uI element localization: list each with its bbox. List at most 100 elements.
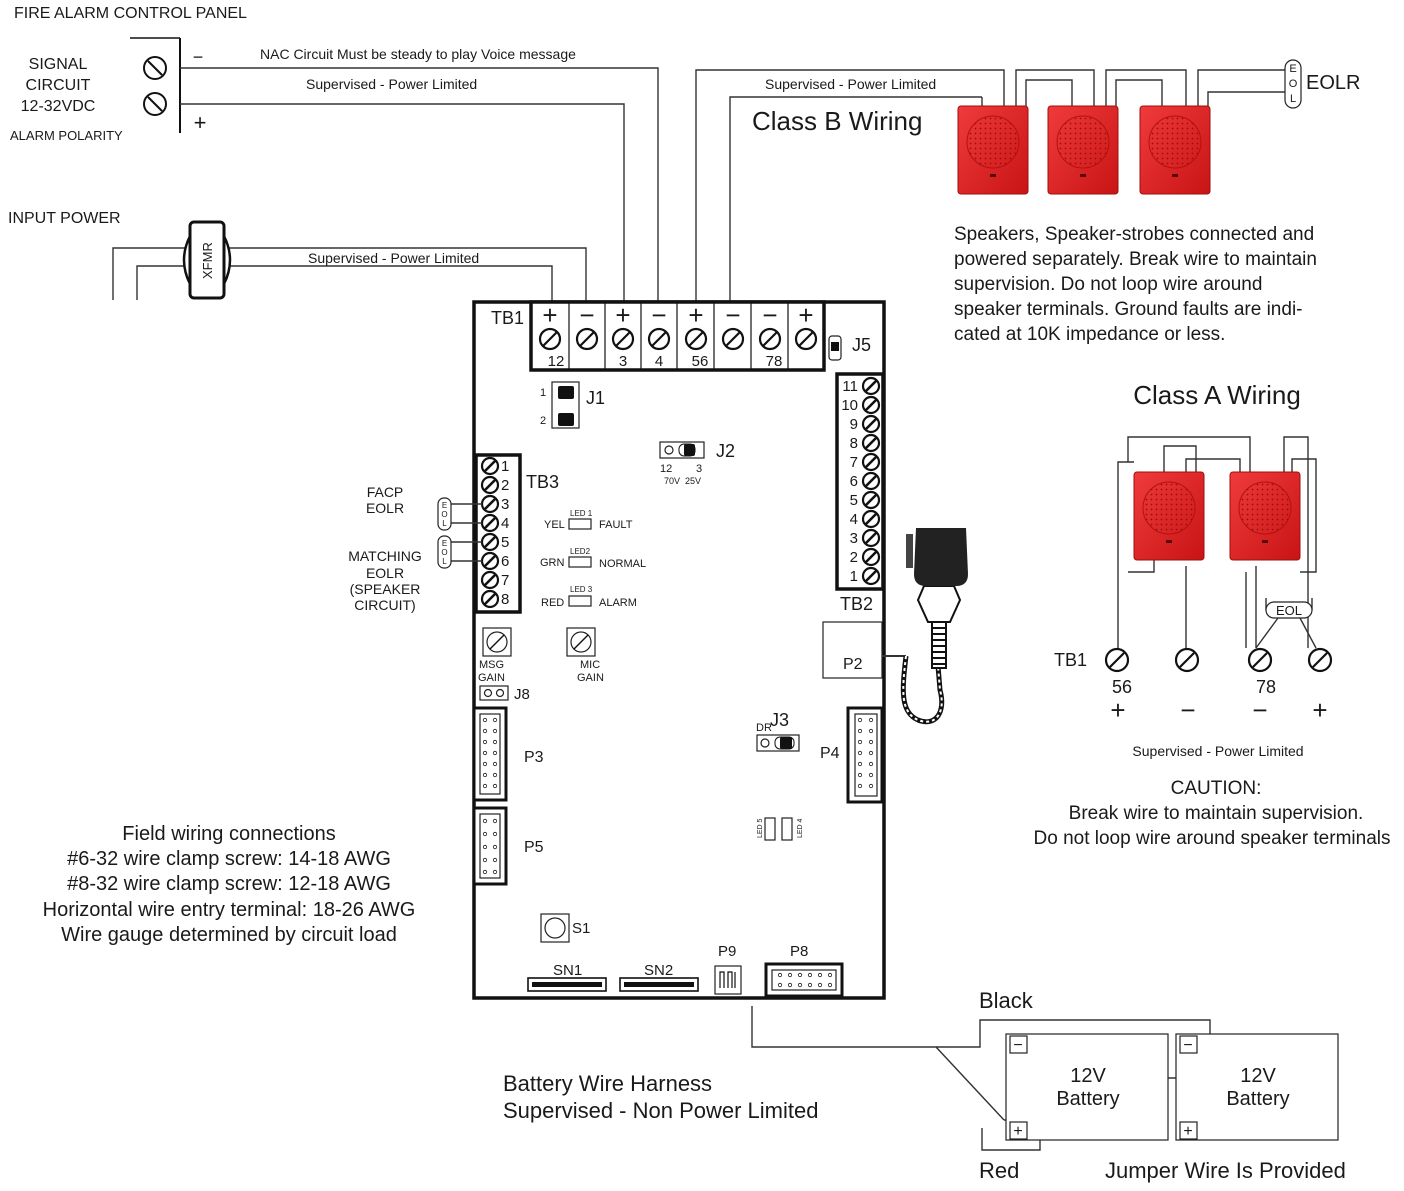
xfmr-icon	[188, 220, 226, 300]
tb1-screw-4	[647, 327, 671, 351]
battery-1-plus: +	[1013, 1123, 1022, 1140]
p3-label: P3	[524, 749, 544, 766]
facp-plus-wire	[180, 103, 625, 302]
alarm-polarity-label: ALARM POLARITY	[10, 128, 123, 143]
tb1-screw-2	[575, 327, 599, 351]
input-power-label: INPUT POWER	[8, 210, 121, 227]
tb3-num-1: 1	[501, 458, 509, 475]
tb3-terminals: 1 2 3 4 5 6 7 8	[480, 456, 509, 609]
classb-speaker-3	[1139, 105, 1211, 195]
facp-eolr-resistor-icon	[437, 497, 452, 531]
led2-color: GRN	[540, 557, 565, 569]
harness-title: Battery Wire Harness	[503, 1071, 712, 1096]
xfmr-label: XFMR	[200, 242, 215, 279]
p8-pins	[777, 972, 833, 988]
tb2-num-1: 1	[850, 568, 858, 585]
eolr-resistor-icon	[1284, 59, 1302, 109]
j5-jumper-cap	[831, 342, 839, 351]
facp-eol-e: E	[442, 501, 447, 510]
class-a-title: Class A Wiring	[1133, 380, 1301, 410]
facp-eolr-label-2: EOLR	[366, 500, 404, 516]
control-board: TB1 + − + − + − − + 12 3 4 56 78	[348, 300, 968, 1000]
tb3-num-8: 8	[501, 591, 509, 608]
tb1-num-4: 4	[655, 353, 663, 370]
tb1-sign-6: −	[725, 300, 740, 330]
j2-label-25v: 25V	[685, 476, 701, 486]
speaker-note-line1: Speakers, Speaker-strobes connected and	[954, 224, 1314, 245]
tb1-screw-3	[611, 327, 635, 351]
tb1-num-3: 3	[619, 353, 627, 370]
led2-state: NORMAL	[599, 558, 646, 570]
speaker-note: Speakers, Speaker-strobes connected and …	[954, 224, 1317, 345]
mic-gain-label-2: GAIN	[577, 672, 604, 684]
tb2-num-3: 3	[850, 530, 858, 547]
j2-label-70v: 70V	[664, 476, 680, 486]
classb-supervised-label: Supervised - Power Limited	[765, 76, 936, 92]
tb2-num-8: 8	[850, 435, 858, 452]
classa-supervised-label: Supervised - Power Limited	[1132, 743, 1303, 759]
tb3-num-5: 5	[501, 534, 509, 551]
p5-label: P5	[524, 839, 544, 856]
msg-gain-label-2: GAIN	[478, 672, 505, 684]
tb1-sign-3: +	[615, 300, 630, 330]
tb3-terminal-block	[474, 453, 522, 614]
tb3-num-6: 6	[501, 553, 509, 570]
matching-eolr-label-4: CIRCUIT)	[354, 597, 415, 613]
classa-num-56: 56	[1112, 677, 1132, 697]
led2-normal-indicator	[568, 556, 592, 568]
tb3-num-4: 4	[501, 515, 509, 532]
classb-speaker-2	[1047, 105, 1119, 195]
eolr-letter-l: L	[1290, 93, 1296, 105]
classa-sign-4: +	[1312, 695, 1327, 725]
signal-circuit-line1: SIGNAL	[29, 56, 88, 73]
eolr-letter-e: E	[1289, 63, 1296, 75]
signal-circuit-line2: CIRCUIT	[26, 77, 91, 94]
tb2-num-9: 9	[850, 416, 858, 433]
tb1-sign-1: +	[542, 300, 557, 330]
j2-label-12: 12	[660, 463, 672, 475]
led3-color: RED	[541, 597, 564, 609]
classa-wire-6	[1185, 458, 1241, 472]
input-power-out-wire-1	[229, 247, 587, 302]
input-power-out-wire-2	[229, 265, 553, 302]
facp-section: FIRE ALARM CONTROL PANEL SIGNAL CIRCUIT …	[10, 5, 659, 302]
xfmr-coil-icon	[182, 235, 232, 285]
classb-chain-plus-1	[1015, 69, 1095, 106]
led3-alarm-indicator	[568, 595, 592, 607]
battery-2-voltage: 12V	[1240, 1065, 1276, 1087]
j8-label: J8	[514, 686, 530, 703]
battery-2-neg-terminal	[1179, 1035, 1198, 1054]
tb1-sign-5: +	[688, 300, 703, 330]
tb2-num-5: 5	[850, 492, 858, 509]
s1-label: S1	[572, 920, 590, 937]
class-b-title: Class B Wiring	[752, 106, 922, 136]
tb1-num-56: 56	[692, 353, 709, 370]
j2-pin-1	[664, 445, 674, 455]
tb2-num-7: 7	[850, 454, 858, 471]
classb-speaker-1	[957, 105, 1029, 195]
j5-label: J5	[852, 335, 871, 355]
j3-cap	[780, 737, 792, 749]
msg-gain-pot-icon	[482, 627, 512, 657]
p8-inner	[771, 969, 837, 991]
battery-harness-red-wire	[751, 1006, 1041, 1151]
led4-indicator	[781, 817, 793, 841]
matching-eol-o: O	[441, 548, 447, 557]
msg-gain-label-1: MSG	[479, 659, 504, 671]
j1-cap-1	[558, 386, 574, 399]
battery-1-minus: −	[1013, 1037, 1022, 1054]
matching-eol-e: E	[442, 539, 447, 548]
classa-wire-7	[1283, 436, 1309, 648]
speaker-note-line4: speaker terminals. Ground faults are ind…	[954, 299, 1303, 320]
tb1-screw-8	[794, 327, 818, 351]
class-a-section: Class A Wiring EOL TB1 56 78 + − − + Sup…	[1034, 380, 1391, 849]
battery-2-plus: +	[1183, 1123, 1192, 1140]
classa-eol-wires	[1255, 617, 1317, 649]
facp-minus-sign: −	[193, 47, 204, 67]
tb2-num-2: 2	[850, 549, 858, 566]
classa-wire-3	[1127, 436, 1251, 472]
sn2-label: SN2	[644, 962, 673, 979]
input-power-wire-2	[136, 265, 185, 300]
field-wiring-line3: Horizontal wire entry terminal: 18-26 AW…	[43, 899, 416, 921]
